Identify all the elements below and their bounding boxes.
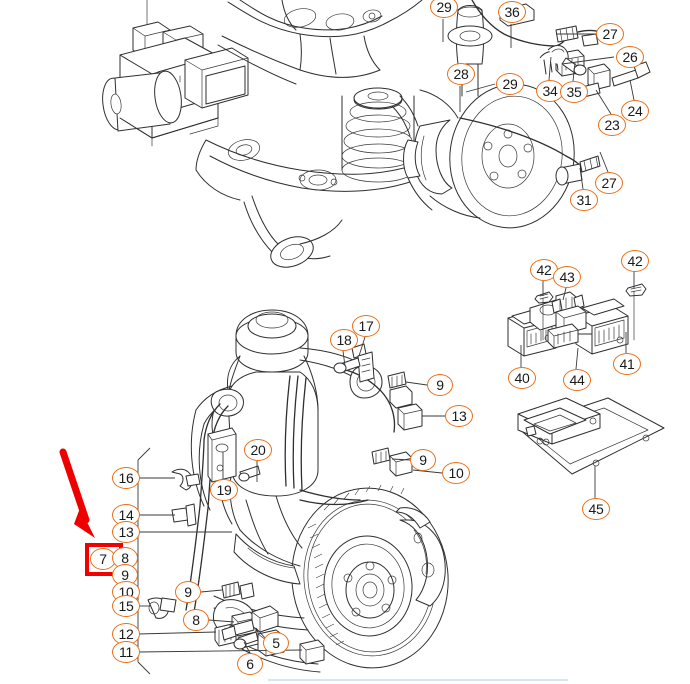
callout-40[interactable]: 40 <box>508 367 536 389</box>
callout-18[interactable]: 18 <box>330 329 358 351</box>
callout-9[interactable]: 9 <box>410 449 436 471</box>
callout-27[interactable]: 27 <box>595 172 623 194</box>
front-strut-brake-art <box>190 309 449 673</box>
callout-8[interactable]: 8 <box>112 547 138 569</box>
callout-13[interactable]: 13 <box>112 521 140 543</box>
callout-34[interactable]: 34 <box>536 80 564 102</box>
callout-45[interactable]: 45 <box>582 498 610 520</box>
callout-28[interactable]: 28 <box>447 63 475 85</box>
callout-19[interactable]: 19 <box>210 479 238 501</box>
control-unit-art <box>517 397 665 475</box>
callout-15[interactable]: 15 <box>112 595 140 617</box>
callout-31[interactable]: 31 <box>570 189 598 211</box>
sensor-modules-art <box>507 283 647 357</box>
callout-41[interactable]: 41 <box>613 353 641 375</box>
callout-26[interactable]: 26 <box>616 46 644 68</box>
callout-8[interactable]: 8 <box>183 609 209 631</box>
callout-27[interactable]: 27 <box>596 23 624 45</box>
callout-44[interactable]: 44 <box>563 369 591 391</box>
callout-20[interactable]: 20 <box>244 439 272 461</box>
callout-35[interactable]: 35 <box>560 81 588 103</box>
callout-10[interactable]: 10 <box>442 462 470 484</box>
callout-29[interactable]: 29 <box>496 73 524 95</box>
callout-43[interactable]: 43 <box>553 266 581 288</box>
callout-23[interactable]: 23 <box>598 114 626 136</box>
bottom-divider <box>268 679 568 681</box>
callout-11[interactable]: 11 <box>112 641 140 663</box>
callout-5[interactable]: 5 <box>263 632 289 654</box>
callout-29[interactable]: 29 <box>430 0 458 18</box>
callout-16[interactable]: 16 <box>112 467 140 489</box>
callout-42[interactable]: 42 <box>621 250 649 272</box>
callout-9[interactable]: 9 <box>427 374 453 396</box>
callout-13[interactable]: 13 <box>445 405 473 427</box>
callout-24[interactable]: 24 <box>621 100 649 122</box>
callout-36[interactable]: 36 <box>498 1 526 23</box>
callout-6[interactable]: 6 <box>237 653 263 675</box>
rear-suspension-art <box>195 0 423 268</box>
callout-7[interactable]: 7 <box>90 548 116 570</box>
callout-12[interactable]: 12 <box>112 623 140 645</box>
callout-9[interactable]: 9 <box>175 581 201 603</box>
abs-hydraulic-unit-art <box>102 0 249 147</box>
callout-17[interactable]: 17 <box>352 315 380 337</box>
